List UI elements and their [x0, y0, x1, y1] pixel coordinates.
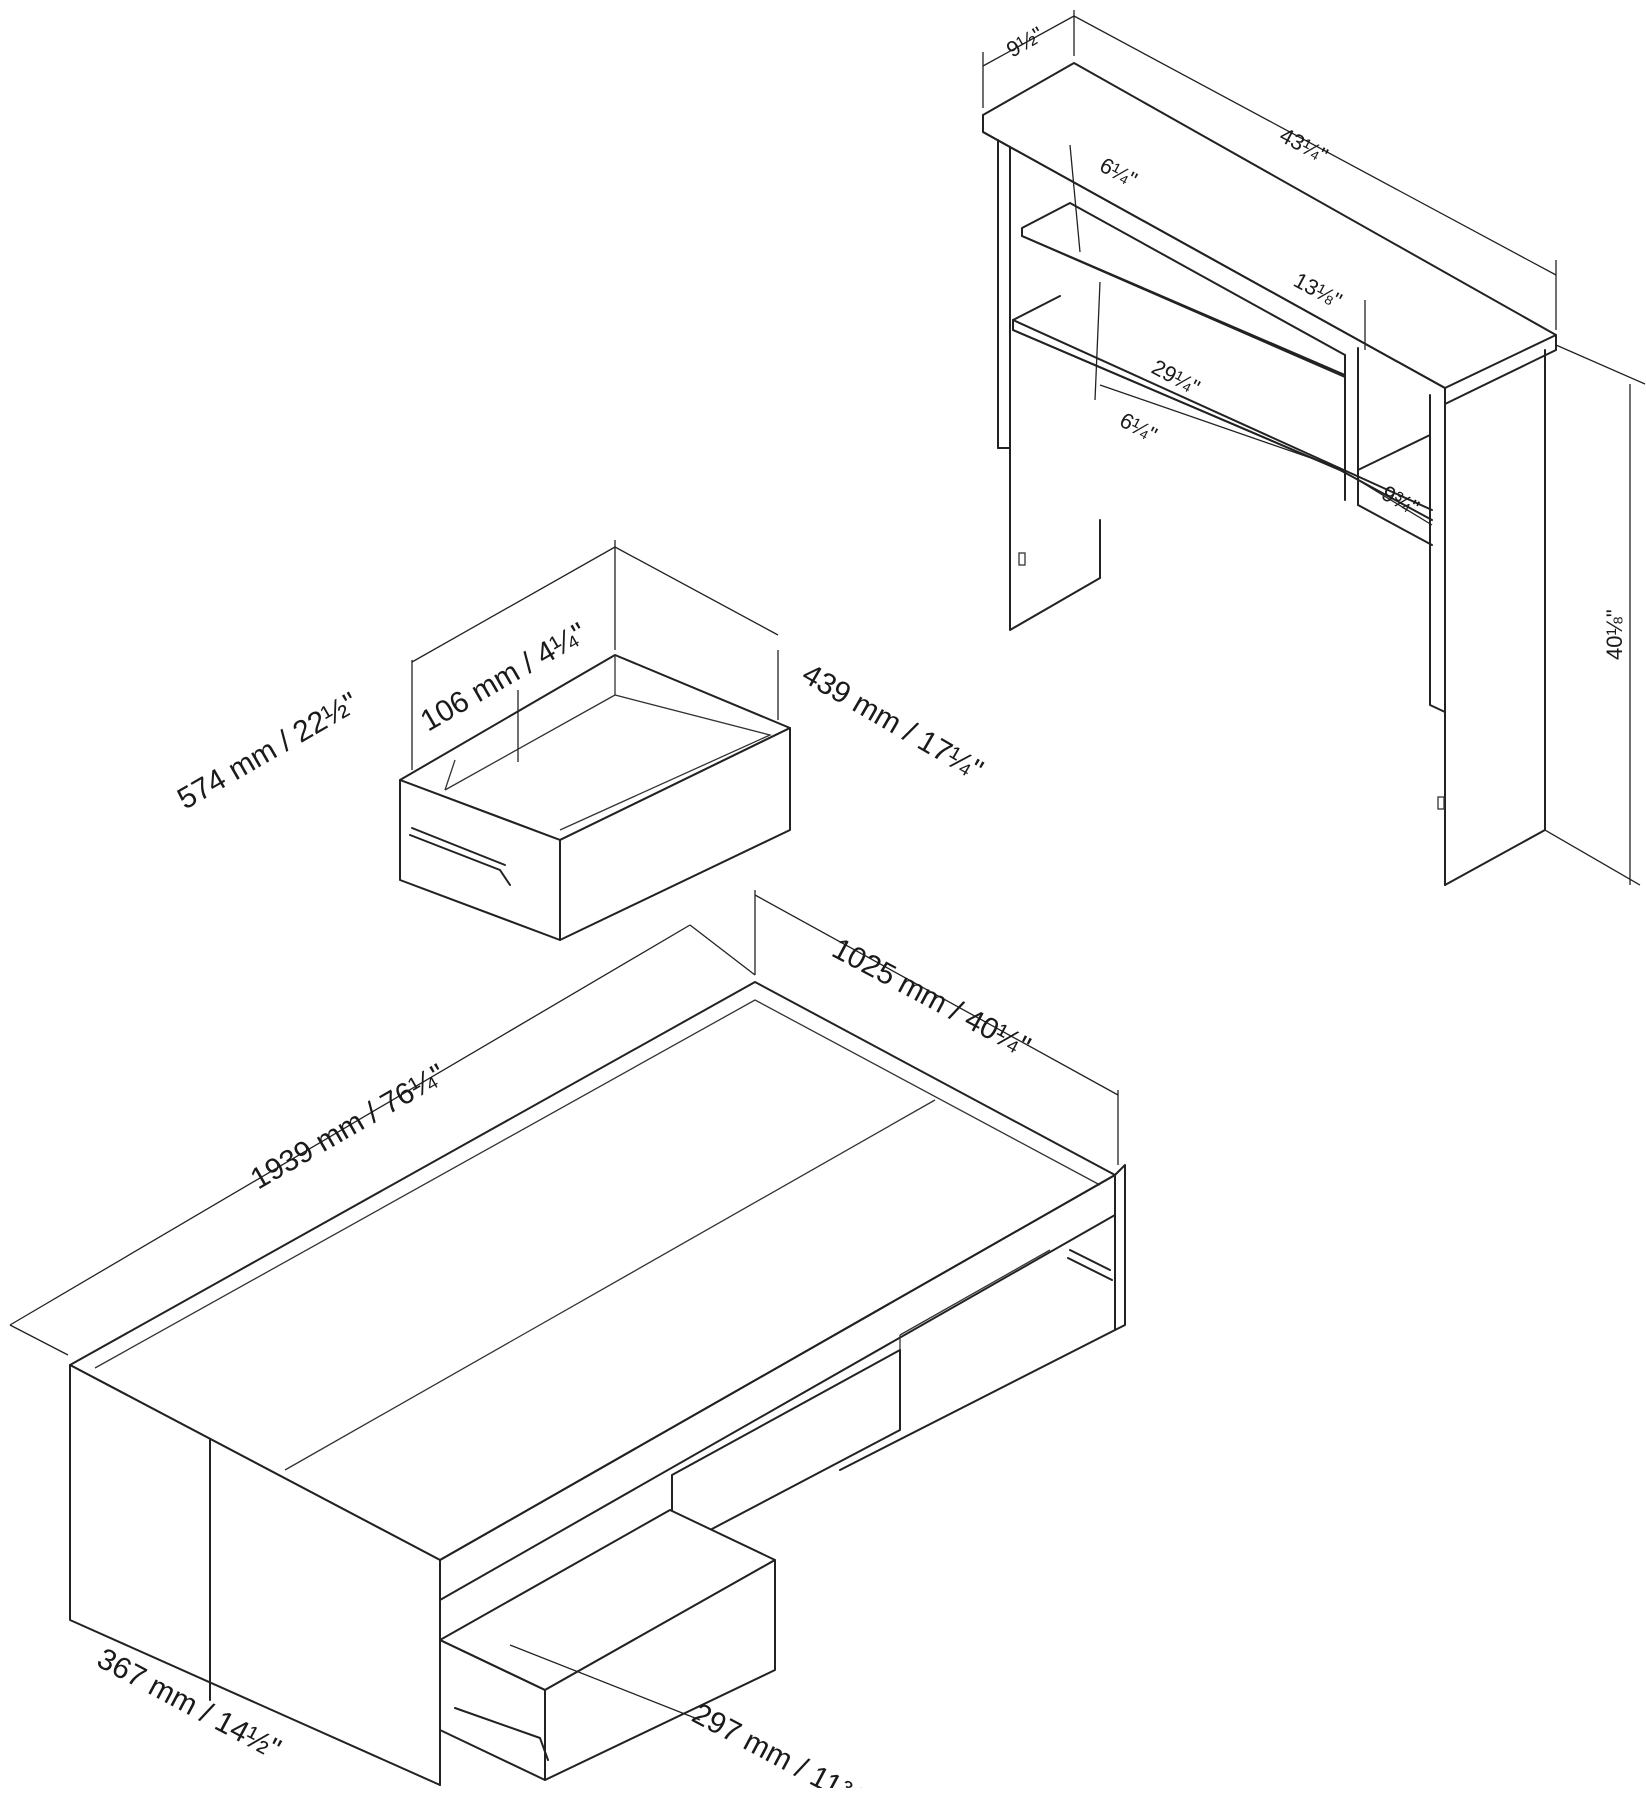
side-compartment-width-label: 9¾" — [1378, 480, 1424, 520]
drawer-drawing — [399, 540, 791, 941]
drawer-depth-label: 574 mm / 22½" — [172, 686, 364, 816]
headboard-depth-label: 9½" — [1002, 21, 1048, 62]
headboard-width-label: 43¼" — [1276, 122, 1332, 168]
drawer-width-label: 439 mm / 17¼" — [797, 657, 989, 787]
headboard-drawing — [982, 10, 1646, 886]
headboard-height-label: 40⅛" — [1602, 609, 1627, 660]
under-bed-clearance-label: 297 mm / 11¾" — [687, 1697, 879, 1788]
bed-drawing — [9, 890, 1126, 1786]
lower-shelf-depth-label: 6¼" — [1116, 407, 1162, 447]
